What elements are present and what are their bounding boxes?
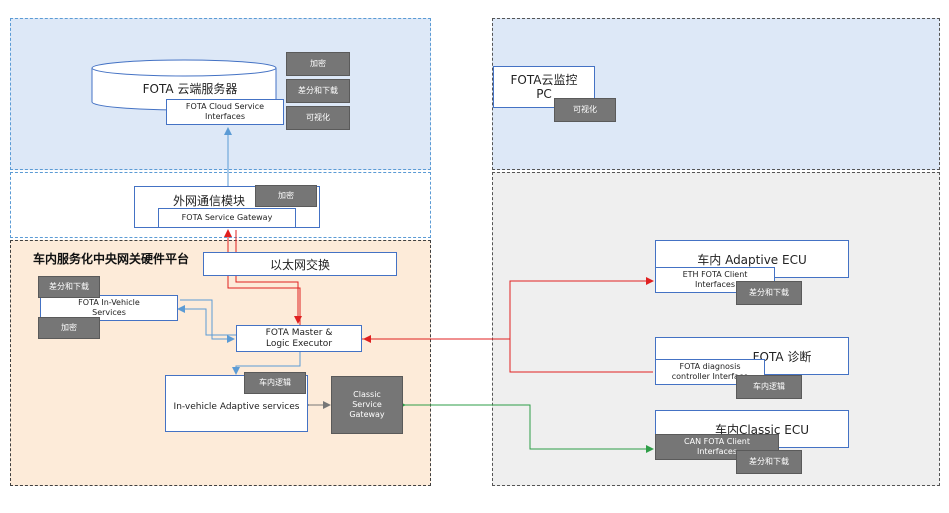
adaptive-ecu: 车内 Adaptive ECU: [655, 240, 849, 278]
fota-service-gateway: FOTA Service Gateway: [158, 208, 296, 228]
diagnosis-title: FOTA 诊断: [752, 349, 812, 364]
arrow-diagnosis-to-master: [363, 335, 653, 373]
classic-ecu-title: 车内Classic ECU: [714, 422, 810, 437]
fota-invehicle-services: FOTA In-Vehicle Services: [40, 295, 178, 321]
cloud-tag-encrypt: 加密: [286, 52, 350, 76]
arrow-services-to-master: [180, 299, 235, 343]
arrow-classic-gateway-to-ecu: [398, 401, 654, 453]
external-tag-encrypt: 加密: [255, 185, 317, 207]
adaptive-ecu-title: 车内 Adaptive ECU: [697, 252, 807, 267]
services-tag-encrypt: 加密: [38, 317, 100, 339]
ethernet-switch: 以太网交换: [203, 252, 397, 276]
monitor-tag-visualize: 可视化: [554, 98, 616, 122]
cloud-server-title: FOTA 云端服务器: [142, 82, 238, 96]
cloud-service-interfaces: FOTA Cloud Service Interfaces: [166, 99, 284, 125]
fota-master-logic-executor: FOTA Master & Logic Executor: [236, 325, 362, 352]
classic-ecu-tag: 差分和下载: [736, 450, 802, 474]
arrow-master-to-adaptive-services: [232, 352, 301, 375]
services-tag-diff-download: 差分和下载: [38, 276, 100, 298]
platform-title: 车内服务化中央网关硬件平台: [33, 252, 190, 266]
can-fota-client-interfaces: CAN FOTA Client Interfaces: [655, 434, 779, 460]
adaptive-ecu-tag: 差分和下载: [736, 281, 802, 305]
diagnosis-tag: 车内逻辑: [736, 375, 802, 399]
arrow-master-to-services: [177, 305, 236, 336]
cloud-tag-visualize: 可视化: [286, 106, 350, 130]
external-comm-title: 外网通信模块: [173, 194, 246, 208]
cloud-tag-diff-download: 差分和下载: [286, 79, 350, 103]
adaptive-services-tag: 车内逻辑: [244, 372, 306, 394]
adaptive-services-label: In-vehicle Adaptive services: [173, 402, 300, 412]
classic-service-gateway: Classic Service Gateway: [331, 376, 403, 434]
